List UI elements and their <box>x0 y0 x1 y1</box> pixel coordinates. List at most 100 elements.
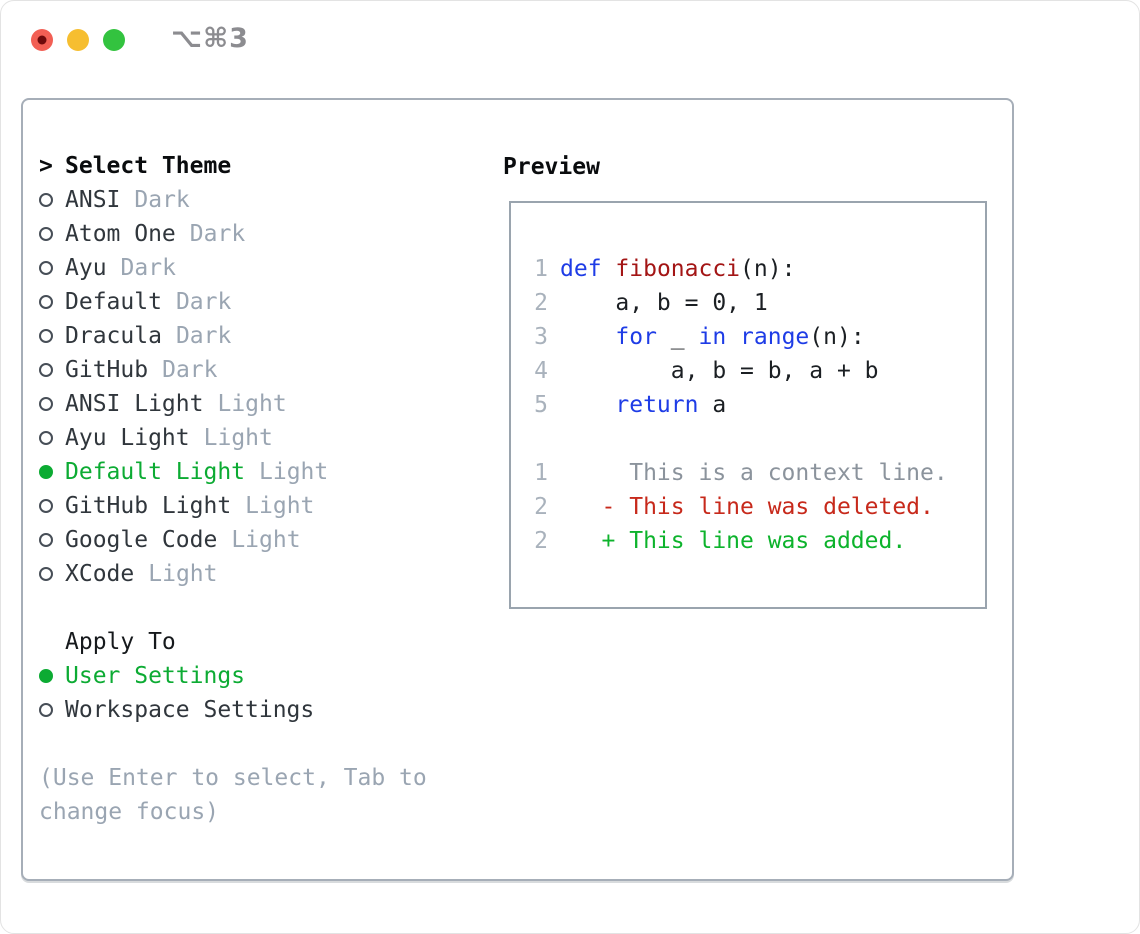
minimize-button[interactable] <box>67 29 89 51</box>
code-line: 1 This is a context line. <box>511 456 985 490</box>
radio-icon <box>39 567 53 581</box>
apply-to-list: User Settings Workspace Settings <box>39 659 489 727</box>
option-variant-label: Light <box>148 561 218 587</box>
option-variant-label: Light <box>217 391 287 417</box>
theme-option-atom-one[interactable]: Atom One Dark <box>39 217 489 251</box>
zoom-button[interactable] <box>103 29 125 51</box>
line-content: return a <box>615 392 727 418</box>
option-label: Workspace Settings <box>65 697 315 723</box>
line-content: def fibonacci(n): <box>560 256 796 282</box>
option-label: GitHub Light <box>65 493 232 519</box>
radio-icon <box>39 363 53 377</box>
window-shortcut: ⌥⌘3 <box>171 23 249 54</box>
line-number: 2 <box>534 494 548 520</box>
theme-option-dracula[interactable]: Dracula Dark <box>39 319 489 353</box>
line-number: 5 <box>534 392 548 418</box>
hint-line-1: (Use Enter to select, Tab to <box>39 765 427 791</box>
code-line: 3 for _ in range(n): <box>511 320 985 354</box>
radio-icon <box>39 329 53 343</box>
theme-option-ansi-light[interactable]: ANSI Light Light <box>39 387 489 421</box>
traffic-lights <box>31 29 125 51</box>
line-content: + This line was added. <box>560 528 907 554</box>
hint-line-2: change focus) <box>39 799 220 825</box>
theme-option-github[interactable]: GitHub Dark <box>39 353 489 387</box>
apply-to-title: Apply To <box>65 629 176 655</box>
radio-icon <box>39 397 53 411</box>
theme-option-ayu[interactable]: Ayu Dark <box>39 251 489 285</box>
line-content: for _ in range(n): <box>615 324 865 350</box>
option-variant-label: Dark <box>175 289 232 315</box>
option-label: Default Light <box>65 459 246 485</box>
option-variant-label: Light <box>245 493 315 519</box>
radio-icon <box>39 261 53 275</box>
theme-option-default-light[interactable]: Default Light Light <box>39 455 489 489</box>
option-label: Dracula <box>65 323 162 349</box>
option-label: Default <box>65 289 162 315</box>
line-number <box>511 422 548 456</box>
line-content: This is a context line. <box>560 460 948 486</box>
theme-option-google-code[interactable]: Google Code Light <box>39 523 489 557</box>
radio-icon <box>39 499 53 513</box>
option-label: Google Code <box>65 527 218 553</box>
close-button[interactable] <box>31 29 53 51</box>
code-line: 2 + This line was added. <box>511 524 985 558</box>
spacer <box>39 591 489 625</box>
option-label: Ayu <box>65 255 107 281</box>
theme-option-default[interactable]: Default Dark <box>39 285 489 319</box>
option-variant-label: Dark <box>162 357 218 383</box>
apply-option-workspace-settings[interactable]: Workspace Settings <box>39 693 489 727</box>
option-label: Ayu Light <box>65 425 190 451</box>
theme-option-github-light[interactable]: GitHub Light Light <box>39 489 489 523</box>
line-content: - This line was deleted. <box>560 494 934 520</box>
radio-icon <box>39 533 53 547</box>
select-theme-header: > Select Theme <box>39 149 489 183</box>
option-label: Atom One <box>65 221 176 247</box>
line-content: a, b = 0, 1 <box>560 290 768 316</box>
option-variant-label: Dark <box>189 221 246 247</box>
radio-icon <box>39 227 53 241</box>
theme-option-ayu-light[interactable]: Ayu Light Light <box>39 421 489 455</box>
theme-option-xcode[interactable]: XCode Light <box>39 557 489 591</box>
option-variant-label: Dark <box>175 323 232 349</box>
apply-to-header: Apply To <box>39 625 489 659</box>
radio-icon <box>39 465 53 479</box>
titlebar: ⌥⌘3 <box>1 1 1139 97</box>
code-line: 5 return a <box>511 388 985 422</box>
focus-caret-icon: > <box>39 153 53 179</box>
option-label: ANSI <box>65 187 121 213</box>
code-line: 1 def fibonacci(n): <box>511 252 985 286</box>
option-label: XCode <box>65 561 135 587</box>
line-content: a, b = b, a + b <box>560 358 879 384</box>
radio-icon <box>39 431 53 445</box>
option-variant-label: Light <box>203 425 273 451</box>
option-variant-label: Dark <box>120 255 176 281</box>
option-variant-label: Dark <box>134 187 190 213</box>
line-number: 3 <box>534 324 548 350</box>
option-label: GitHub <box>65 357 149 383</box>
option-variant-label: Light <box>259 459 329 485</box>
apply-option-user-settings[interactable]: User Settings <box>39 659 489 693</box>
radio-icon <box>39 703 53 717</box>
radio-icon <box>39 669 53 683</box>
option-label: User Settings <box>65 663 246 689</box>
radio-icon <box>39 295 53 309</box>
line-number: 2 <box>534 528 548 554</box>
select-theme-title: Select Theme <box>65 153 232 179</box>
line-number: 4 <box>534 358 548 384</box>
line-number: 1 <box>534 256 548 282</box>
preview-pane: 1 def fibonacci(n): 2 a, b = 0, 1 3 for _… <box>509 201 987 609</box>
option-variant-label: Light <box>231 527 301 553</box>
code-line: 4 a, b = b, a + b <box>511 354 985 388</box>
line-number: 1 <box>534 460 548 486</box>
line-number: 2 <box>534 290 548 316</box>
code-line: 2 a, b = 0, 1 <box>511 286 985 320</box>
preview-title: Preview <box>503 154 600 180</box>
theme-option-ansi[interactable]: ANSI Dark <box>39 183 489 217</box>
code-sample: 1 def fibonacci(n): 2 a, b = 0, 1 3 for _… <box>511 252 985 558</box>
radio-icon <box>39 193 53 207</box>
code-line: 2 - This line was deleted. <box>511 490 985 524</box>
option-label: ANSI Light <box>65 391 204 417</box>
